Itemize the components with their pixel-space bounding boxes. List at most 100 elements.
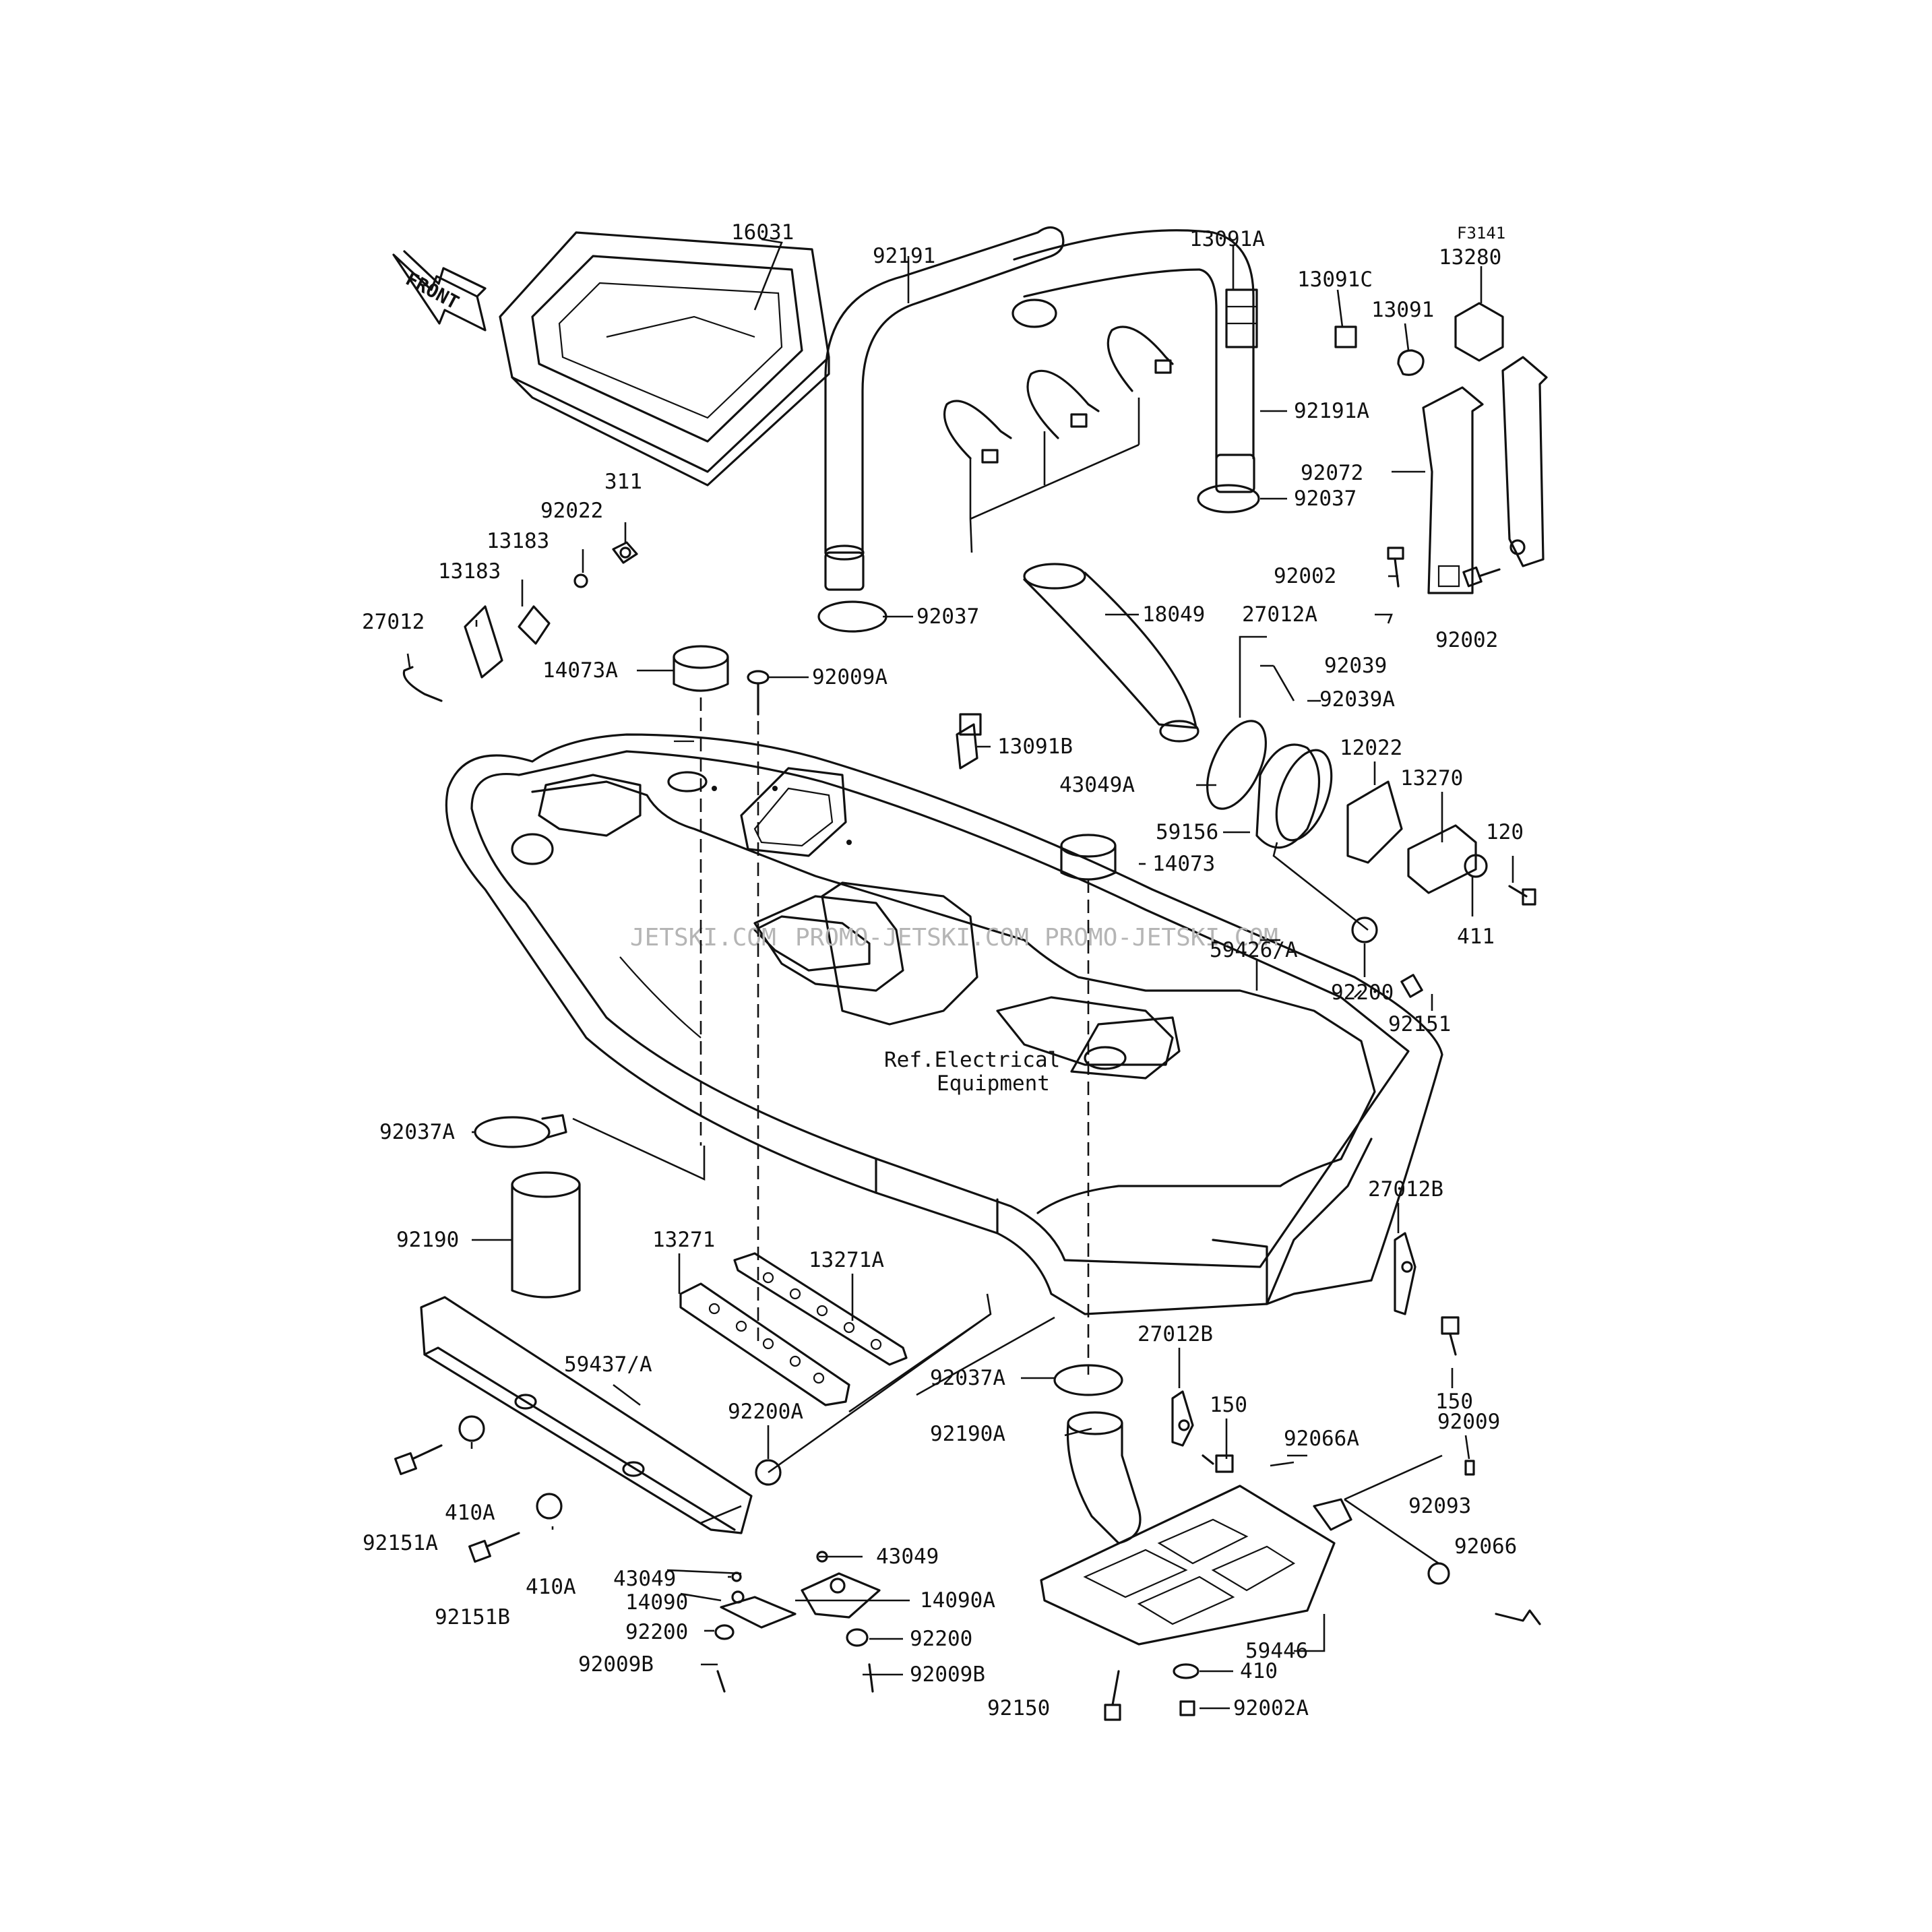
label-18049: 18049 [1142, 602, 1205, 627]
label-27012B-a: 27012B [1368, 1177, 1443, 1202]
label-14073: 14073 [1152, 852, 1215, 876]
label-43049-b: 43049 [876, 1545, 939, 1569]
label-59156: 59156 [1156, 820, 1218, 844]
storage-tray-part [499, 231, 830, 487]
label-150-a: 150 [1210, 1393, 1247, 1417]
label-59426A: 59426/A [1210, 938, 1298, 962]
ref-note-line2: Equipment [937, 1071, 1050, 1096]
figure-code: F3141 [1457, 224, 1505, 243]
label-13271: 13271 [652, 1228, 715, 1252]
watermark-1: JETSKI.COM [630, 924, 776, 952]
label-92037-top: 92037 [1294, 487, 1357, 511]
label-43049-a: 43049 [613, 1567, 676, 1591]
label-92200-c: 92200 [910, 1627, 972, 1651]
small-hardware-left [402, 541, 638, 702]
callout-labels: F3141 Ref.Electrical Equipment 16031 921… [362, 220, 1524, 1720]
label-92151: 92151 [1388, 1012, 1451, 1036]
watermark-2: PROMO-JETSKI.COM [795, 924, 1029, 952]
label-92037-mid: 92037 [916, 604, 979, 629]
leader-lines [406, 238, 1514, 1710]
front-label: FRONT [402, 268, 463, 314]
label-410A-b: 410A [526, 1575, 576, 1599]
hose-92190 [511, 1171, 581, 1299]
hose-92190A [1066, 1411, 1142, 1545]
drain-plug-parts [673, 645, 1117, 881]
label-92093: 92093 [1408, 1494, 1471, 1518]
label-13091B: 13091B [997, 735, 1073, 759]
label-92009B-b: 92009B [910, 1662, 985, 1687]
skid-plate-59446 [1040, 1485, 1336, 1646]
label-16031: 16031 [731, 220, 794, 245]
label-59437A: 59437/A [564, 1352, 652, 1377]
cover-59156 [1255, 743, 1333, 849]
label-92039: 92039 [1324, 654, 1387, 678]
hose-clamp-ring-mid [817, 600, 887, 633]
label-92151A: 92151A [363, 1531, 438, 1555]
hose-clamp-ring-top [1197, 484, 1260, 513]
screw-92009A [747, 670, 770, 716]
label-92037A-a: 92037A [379, 1120, 455, 1144]
hull-body-part [445, 733, 1443, 1315]
misc-parts-13091B [956, 713, 982, 770]
washers-bolts-lower-left [394, 1415, 782, 1563]
label-92002-b: 92002 [1435, 628, 1498, 652]
label-27012: 27012 [362, 610, 425, 634]
label-13091: 13091 [1371, 298, 1434, 322]
ref-note-line1: Ref.Electrical [884, 1048, 1060, 1072]
label-92200-a: 92200 [1331, 980, 1394, 1005]
label-92022: 92022 [540, 499, 603, 523]
watermark-3: PROMO-JETSKI.COM [1045, 924, 1278, 952]
label-43049A: 43049A [1059, 773, 1135, 797]
duct-part [1023, 563, 1199, 743]
bracket-27012B [1171, 1232, 1460, 1473]
rub-rail-59437 [420, 1296, 753, 1534]
label-92066A: 92066A [1284, 1427, 1359, 1451]
label-150-b: 150 [1435, 1390, 1473, 1414]
front-direction-arrow: FRONT [392, 250, 487, 332]
washers-right [1351, 916, 1423, 998]
label-13091C: 13091C [1297, 268, 1373, 292]
label-410: 410 [1240, 1659, 1278, 1683]
label-13091A: 13091A [1189, 227, 1265, 251]
label-92002-a: 92002 [1274, 564, 1336, 588]
label-13183-b: 13183 [438, 559, 501, 584]
label-92072: 92072 [1301, 461, 1363, 485]
label-14073A: 14073A [542, 658, 618, 683]
label-27012B-b: 27012B [1138, 1322, 1213, 1346]
bolts-bottom [1104, 1663, 1199, 1721]
label-411: 411 [1457, 925, 1495, 949]
handle-pipe-part [824, 226, 1255, 591]
label-120: 120 [1486, 820, 1524, 844]
label-92151B: 92151B [435, 1605, 510, 1629]
label-92002A: 92002A [1233, 1696, 1309, 1720]
hose-clamp-92037A-left [474, 1116, 551, 1148]
label-59446: 59446 [1245, 1639, 1308, 1663]
hose-straps [943, 325, 1174, 464]
label-92009A: 92009A [812, 665, 887, 689]
label-12022: 12022 [1340, 736, 1402, 760]
label-92200-b: 92200 [625, 1620, 688, 1644]
label-14090: 14090 [625, 1590, 688, 1615]
label-13280: 13280 [1439, 245, 1501, 270]
dashed-locator-lines [699, 697, 1090, 1375]
label-13270: 13270 [1400, 766, 1463, 790]
label-13183-a: 13183 [487, 529, 549, 553]
clamp-parts-top [1225, 288, 1504, 376]
label-92150: 92150 [987, 1696, 1050, 1720]
label-13271A: 13271A [809, 1248, 884, 1272]
label-92191: 92191 [873, 244, 935, 268]
label-92066: 92066 [1454, 1534, 1517, 1559]
rails-13271 [679, 1252, 908, 1406]
label-92009B-a: 92009B [578, 1652, 654, 1677]
label-92009: 92009 [1437, 1410, 1500, 1434]
misc-parts-right [1346, 780, 1536, 906]
label-92037A-b: 92037A [930, 1366, 1005, 1390]
label-311: 311 [604, 470, 642, 494]
label-92039A: 92039A [1319, 687, 1395, 712]
label-27012A: 27012A [1242, 602, 1317, 627]
watermarks: JETSKI.COM PROMO-JETSKI.COM PROMO-JETSKI… [630, 924, 1278, 952]
strap-plate-parts [1422, 356, 1548, 594]
label-410A-a: 410A [445, 1501, 495, 1525]
